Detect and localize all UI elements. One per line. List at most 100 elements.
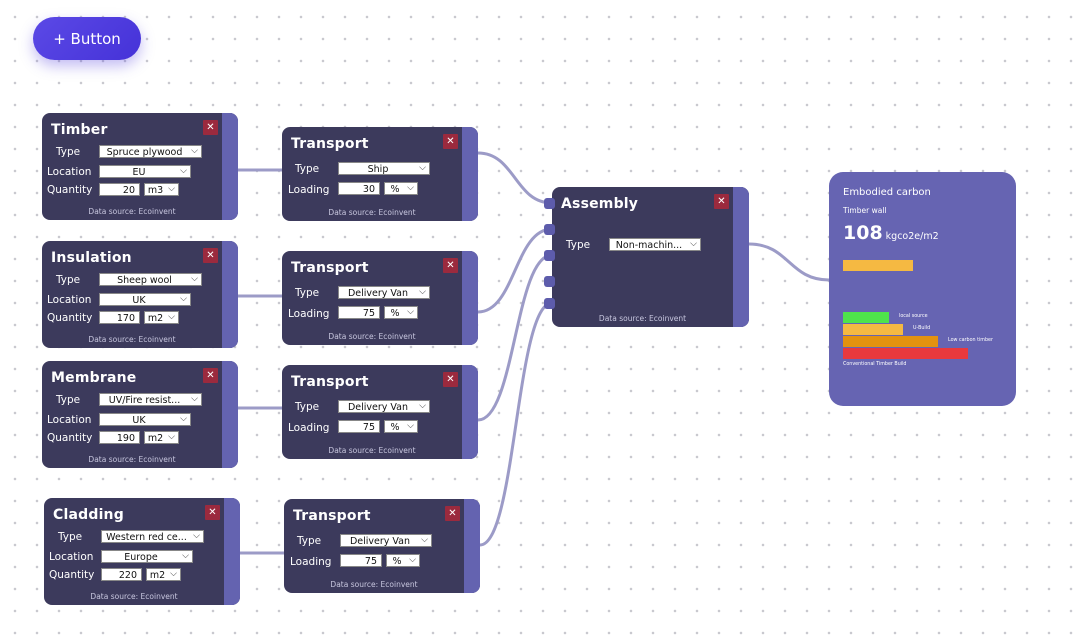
close-icon[interactable]: ✕ [445, 506, 460, 521]
data-source-label: Data source: Ecoinvent [90, 592, 178, 601]
transport-type-select[interactable]: Delivery Van⌵ [340, 534, 432, 547]
chevron-down-icon: ⌵ [180, 294, 187, 304]
loading-label: Loading [288, 184, 330, 196]
location-select-value: Europe [124, 552, 158, 563]
data-source-label: Data source: Ecoinvent [88, 207, 176, 216]
unit-select[interactable]: m2⌵ [144, 431, 179, 444]
location-label: Location [47, 414, 92, 426]
assembly-input-port-5[interactable] [544, 298, 555, 309]
node-drag-strip[interactable] [462, 127, 478, 221]
loading-label: Loading [290, 556, 332, 568]
close-icon[interactable]: ✕ [443, 134, 458, 149]
chevron-down-icon: ⌵ [191, 146, 198, 156]
loading-input[interactable]: 75 [338, 306, 380, 319]
type-select[interactable]: Western red ce...⌵ [101, 530, 204, 543]
unit-select[interactable]: m2⌵ [146, 568, 181, 581]
node-title: Transport [291, 374, 369, 390]
type-select[interactable]: UV/Fire resist...⌵ [99, 393, 202, 406]
assembly-input-port-4[interactable] [544, 276, 555, 287]
transport-type-select-value: Ship [367, 164, 389, 175]
close-icon[interactable]: ✕ [443, 372, 458, 387]
loading-input[interactable]: 75 [340, 554, 382, 567]
loading-unit-select[interactable]: %⌵ [386, 554, 420, 567]
assembly-input-port-3[interactable] [544, 250, 555, 261]
transport-type-select[interactable]: Delivery Van⌵ [338, 400, 430, 413]
data-source-label: Data source: Ecoinvent [328, 446, 416, 455]
location-select[interactable]: UK⌵ [99, 293, 191, 306]
quantity-input[interactable]: 170 [99, 311, 140, 324]
close-icon[interactable]: ✕ [203, 120, 218, 135]
node-drag-strip[interactable] [222, 113, 238, 220]
loading-unit-select[interactable]: %⌵ [384, 420, 418, 433]
node-drag-strip[interactable] [224, 498, 240, 605]
chevron-down-icon: ⌵ [419, 401, 426, 411]
connection-wire [477, 253, 553, 422]
type-select[interactable]: Spruce plywood⌵ [99, 145, 202, 158]
result-unit: kgco2e/m2 [885, 231, 939, 242]
transport-type-select-value: Delivery Van [347, 288, 409, 299]
node-drag-strip[interactable] [222, 361, 238, 468]
loading-unit-select[interactable]: %⌵ [384, 306, 418, 319]
node-drag-strip[interactable] [462, 251, 478, 345]
type-label: Type [295, 163, 320, 175]
connection-wire [748, 242, 830, 282]
quantity-input[interactable]: 190 [99, 431, 140, 444]
close-icon[interactable]: ✕ [714, 194, 729, 209]
unit-select[interactable]: m2⌵ [144, 311, 179, 324]
loading-unit-select-value: % [390, 422, 400, 433]
quantity-label: Quantity [49, 569, 95, 581]
type-select[interactable]: Sheep wool⌵ [99, 273, 202, 286]
node-drag-strip[interactable] [222, 241, 238, 348]
loading-unit-select-value: % [390, 308, 400, 319]
close-icon[interactable]: ✕ [205, 505, 220, 520]
chevron-down-icon: ⌵ [182, 551, 189, 561]
location-select[interactable]: EU⌵ [99, 165, 191, 178]
loading-input[interactable]: 75 [338, 420, 380, 433]
node-title: Transport [293, 508, 371, 524]
type-label: Type [58, 531, 83, 543]
unit-select[interactable]: m3⌵ [144, 183, 179, 196]
type-select-value: UV/Fire resist... [108, 395, 181, 406]
quantity-input[interactable]: 20 [99, 183, 140, 196]
assembly-input-port-2[interactable] [544, 224, 555, 235]
node-drag-strip[interactable] [462, 365, 478, 459]
transport-type-select[interactable]: Delivery Van ⌵ [338, 286, 430, 299]
close-icon[interactable]: ✕ [203, 248, 218, 263]
assembly-type-select-value: Non-machin... [615, 240, 683, 251]
chevron-down-icon: ⌵ [407, 421, 414, 431]
benchmark-bar [843, 324, 903, 335]
chevron-down-icon: ⌵ [419, 287, 426, 297]
data-source-label: Data source: Ecoinvent [328, 208, 416, 217]
node-title: Timber [51, 122, 108, 138]
assembly-type-select[interactable]: Non-machin...⌵ [609, 238, 701, 251]
location-label: Location [47, 166, 92, 178]
type-label: Type [297, 535, 322, 547]
node-drag-strip[interactable] [733, 187, 749, 327]
chevron-down-icon: ⌵ [168, 184, 175, 194]
add-node-button[interactable]: + Button [33, 17, 141, 60]
quantity-input[interactable]: 220 [101, 568, 142, 581]
close-icon[interactable]: ✕ [443, 258, 458, 273]
location-select[interactable]: Europe ⌵ [101, 550, 193, 563]
location-select-value: UK [132, 415, 146, 426]
loading-input[interactable]: 30 [338, 182, 380, 195]
transport-type-select[interactable]: Ship⌵ [338, 162, 430, 175]
connection-wire [477, 151, 553, 205]
loading-unit-select[interactable]: %⌵ [384, 182, 418, 195]
node-drag-strip[interactable] [464, 499, 480, 593]
assembly-input-port-1[interactable] [544, 198, 555, 209]
close-icon[interactable]: ✕ [203, 368, 218, 383]
location-label: Location [47, 294, 92, 306]
location-select[interactable]: UK⌵ [99, 413, 191, 426]
connection-wire [477, 227, 553, 314]
